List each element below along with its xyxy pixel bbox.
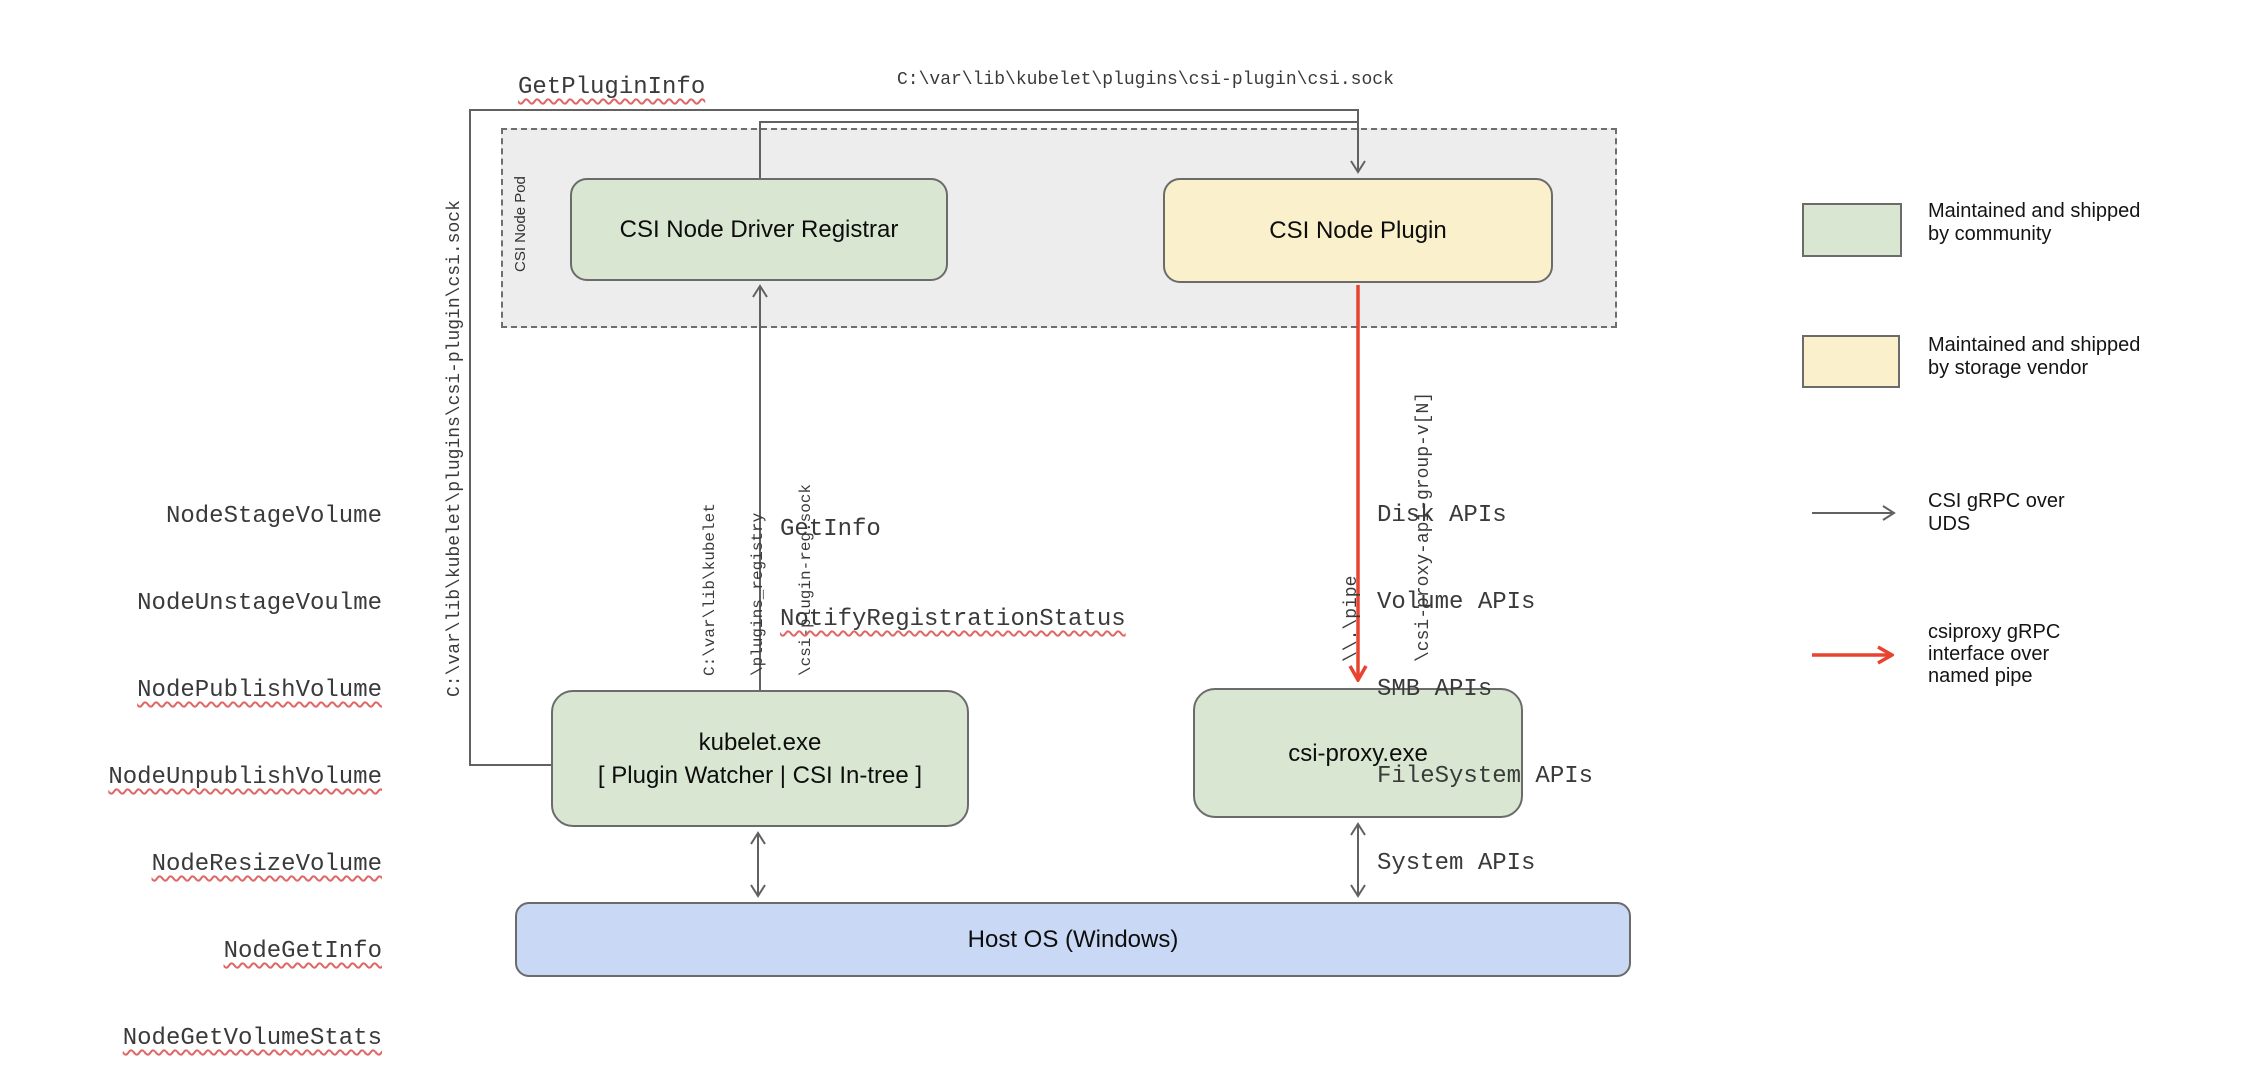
kubelet-label-line1: kubelet.exe bbox=[698, 728, 822, 756]
registry-sock-line1: C:\var\lib\kubelet bbox=[701, 503, 719, 676]
list-item: NodeUnpublishVolume bbox=[108, 764, 382, 791]
list-item: NodeResizeVolume bbox=[151, 851, 382, 878]
list-item: Volume APIs bbox=[1377, 589, 1536, 616]
connector-lines bbox=[469, 109, 1896, 898]
legend-community-label: Maintained and shipped by community bbox=[1928, 200, 2141, 245]
csi-node-driver-registrar-box: CSI Node Driver Registrar bbox=[570, 178, 948, 281]
csi-node-plugin-label: CSI Node Plugin bbox=[1269, 217, 1447, 244]
legend-vendor-swatch bbox=[1802, 335, 1900, 388]
csi-proxy-box: csi-proxy.exe bbox=[1193, 688, 1523, 818]
csi-proxy-label: csi-proxy.exe bbox=[1288, 739, 1428, 767]
csi-windows-architecture-diagram: { "pod": { "label": "CSI Node Pod" }, "b… bbox=[108, 70, 2141, 1052]
get-info-label: GetInfo bbox=[780, 516, 881, 543]
legend-pipe-arrow-label: csiproxy gRPC interface over named pipe bbox=[1928, 621, 2061, 687]
host-os-label: Host OS (Windows) bbox=[967, 926, 1179, 953]
list-item: Disk APIs bbox=[1377, 502, 1507, 529]
registry-sock-line2: \plugins_registry bbox=[749, 512, 767, 676]
list-item: FileSystem APIs bbox=[1377, 763, 1594, 790]
registration-calls-label: GetInfo NotifyRegistrationStatus bbox=[780, 455, 1126, 665]
csi-node-driver-registrar-label: CSI Node Driver Registrar bbox=[619, 216, 899, 243]
list-item: NodeGetVolumeStats bbox=[122, 1025, 382, 1052]
host-os-box: Host OS (Windows) bbox=[515, 902, 1631, 977]
list-item: NodeUnstageVoulme bbox=[137, 590, 382, 617]
list-item: NodeStageVolume bbox=[165, 503, 382, 530]
kubelet-box: kubelet.exe [ Plugin Watcher | CSI In-tr… bbox=[551, 690, 969, 827]
edge-registrar-to-plugin bbox=[759, 121, 1358, 178]
list-item: NodePublishVolume bbox=[137, 677, 382, 704]
legend-community-swatch bbox=[1802, 203, 1902, 257]
legend-vendor-label: Maintained and shipped by storage vendor bbox=[1928, 334, 2141, 379]
csi-node-pod-label: CSI Node Pod bbox=[512, 176, 529, 272]
node-methods-list: NodeStageVolume NodeUnstageVoulme NodePu… bbox=[100, 444, 382, 1082]
csi-sock-path-label-top: C:\var\lib\kubelet\plugins\csi-plugin\cs… bbox=[897, 70, 1394, 90]
named-pipe-line1: \\.\pipe bbox=[1342, 575, 1362, 662]
list-item: SMB APIs bbox=[1377, 676, 1493, 703]
get-plugin-info-label: GetPluginInfo bbox=[518, 74, 706, 101]
list-item: System APIs bbox=[1377, 850, 1536, 877]
legend-uds-arrow-label: CSI gRPC over UDS bbox=[1928, 490, 2065, 535]
edge-kubelet-to-plugin bbox=[469, 109, 1366, 766]
csi-sock-path-label-vertical: C:\var\lib\kubelet\plugins\csi-plugin\cs… bbox=[445, 200, 465, 697]
proxy-api-list: Disk APIs Volume APIs SMB APIs FileSyste… bbox=[1377, 443, 1593, 907]
list-item: NodeGetInfo bbox=[223, 938, 382, 965]
csi-node-plugin-box: CSI Node Plugin bbox=[1163, 178, 1553, 283]
notify-registration-status-label: NotifyRegistrationStatus bbox=[780, 606, 1126, 633]
kubelet-label-line2: [ Plugin Watcher | CSI In-tree ] bbox=[597, 761, 923, 789]
